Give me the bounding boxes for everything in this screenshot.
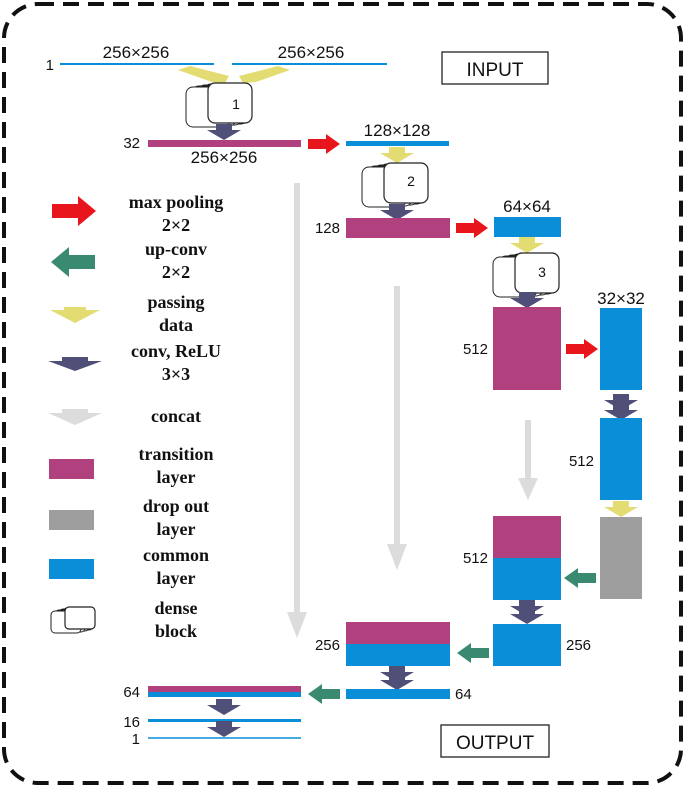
legend-transition-line2: layer [157, 467, 196, 487]
channel-64-l: 64 [123, 684, 140, 701]
dim-input-right: 256×256 [278, 43, 345, 62]
legend-passing-line1: passing [147, 292, 204, 312]
legend-passing-icon-stem [64, 307, 86, 311]
legend-passing-icon [50, 310, 100, 323]
pass-arrow-in-left [178, 66, 229, 83]
common-layer-bottleneck-1 [600, 308, 642, 390]
transition-layer-128 [346, 218, 450, 238]
legend-up-conv-line2: 2×2 [162, 262, 190, 282]
upconv-arrow-l2 [308, 684, 340, 704]
conv-arrow-dec1b [207, 721, 241, 737]
legend-dropout-swatch [49, 510, 94, 530]
legend-dense-line1: dense [154, 598, 197, 618]
upconv-arrow-l4 [564, 568, 596, 588]
dense-block-1-label: 1 [232, 96, 240, 112]
legend-conv-icon-stem [62, 357, 88, 362]
legend-concat-icon [48, 413, 102, 425]
transition-layer-512 [493, 307, 561, 390]
conv-arrow-l4b [604, 404, 638, 420]
dense-block-2 [361, 162, 429, 208]
dim-256-out: 256×256 [191, 148, 258, 167]
upconv-arrow-l3 [457, 643, 489, 663]
dense-block-3 [492, 252, 560, 298]
dropout-layer [600, 517, 642, 599]
pass-arrow-l2 [380, 147, 414, 163]
transition-layer-dec1 [148, 686, 301, 692]
concat-arrow-level2 [387, 286, 407, 570]
input-box [441, 51, 549, 85]
input-label: INPUT [467, 60, 524, 81]
legend-max-pooling-icon [52, 196, 96, 226]
legend-conv-icon [48, 361, 102, 371]
legend-conv-line1: conv, ReLU [131, 341, 221, 361]
common-layer-dec3-256 [493, 624, 561, 666]
common-layer-dec2 [346, 644, 450, 666]
pass-arrow-l4 [604, 501, 638, 517]
channel-16: 16 [123, 714, 140, 731]
transition-layer-dec2 [346, 622, 450, 644]
pass-arrow-l3 [510, 237, 544, 253]
common-layer-dec2-64 [346, 689, 450, 699]
channel-256-l: 256 [315, 637, 340, 654]
channel-64-r: 64 [455, 686, 472, 703]
concat-arrow-level1 [287, 183, 307, 638]
legend-transition-line1: transition [138, 444, 213, 464]
dim-input-left: 256×256 [103, 43, 170, 62]
channel-512-b: 512 [569, 453, 594, 470]
legend-up-conv-line1: up-conv [145, 239, 207, 259]
concat-arrow-level3 [518, 420, 538, 500]
channel-1-top: 1 [46, 57, 54, 74]
common-layer-l3-top [494, 217, 561, 237]
maxpool-arrow-l2 [456, 218, 488, 238]
conv-arrow-dec3b [510, 608, 544, 624]
legend-passing-line2: data [159, 315, 193, 335]
legend: max pooling 2×2 up-conv 2×2 passing data… [48, 192, 223, 641]
legend-common-line1: common [143, 545, 209, 565]
common-layer-16 [148, 719, 301, 722]
dense-block-3-label: 3 [538, 264, 546, 280]
maxpool-arrow-l3 [566, 339, 598, 359]
channel-32: 32 [123, 135, 140, 152]
dim-32: 32×32 [597, 289, 645, 308]
legend-common-swatch [49, 559, 94, 579]
conv-arrow-dec1a [207, 699, 241, 715]
dense-block-2-label: 2 [407, 173, 415, 189]
legend-dense-line2: block [155, 621, 197, 641]
conv-arrow-dec2b [380, 674, 414, 690]
channel-512-c: 512 [463, 550, 488, 567]
legend-concat-label: concat [151, 406, 201, 426]
legend-dropout-line2: layer [157, 519, 196, 539]
common-layer-bottleneck-2 [600, 418, 642, 500]
legend-up-conv-icon [51, 247, 95, 277]
legend-max-pooling-line2: 2×2 [162, 215, 190, 235]
common-layer-dec1 [148, 692, 301, 697]
legend-max-pooling-line1: max pooling [129, 192, 224, 212]
output-box [440, 724, 550, 758]
legend-conv-line2: 3×3 [162, 364, 190, 384]
channel-256-r: 256 [566, 637, 591, 654]
legend-concat-icon-stem [62, 409, 88, 414]
common-layer-l2-top [346, 141, 449, 146]
legend-dropout-line1: drop out [143, 496, 209, 516]
dense-block-1 [185, 82, 253, 128]
legend-transition-swatch [49, 459, 94, 479]
output-label: OUTPUT [456, 733, 535, 754]
channel-128: 128 [315, 220, 340, 237]
dim-64: 64×64 [503, 197, 551, 216]
legend-dense-block-icon [50, 606, 96, 634]
legend-common-line2: layer [157, 568, 196, 588]
transition-layer-32 [148, 140, 301, 147]
transition-layer-dec3 [493, 516, 561, 558]
channel-1-bottom: 1 [132, 731, 140, 748]
pass-arrow-in-right [239, 66, 290, 83]
maxpool-arrow-l1 [308, 134, 340, 154]
common-layer-dec3 [493, 558, 561, 600]
dim-128: 128×128 [364, 121, 431, 140]
channel-512-a: 512 [463, 341, 488, 358]
